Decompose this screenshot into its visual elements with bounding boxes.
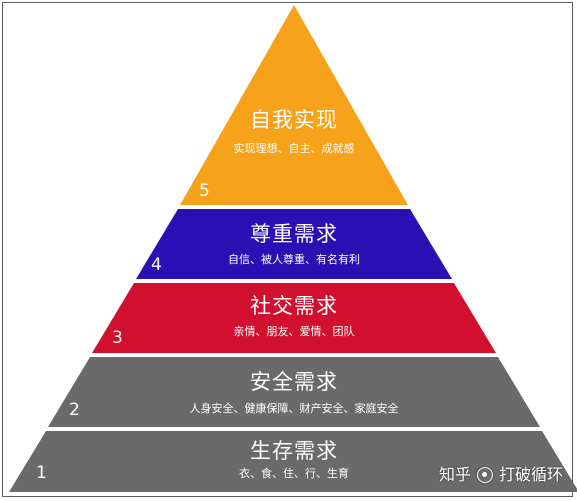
level-4-band — [136, 209, 452, 279]
level-1-title: 生存需求 — [250, 439, 338, 463]
level-5-number: 5 — [199, 181, 210, 201]
level-5-title: 自我实现 — [250, 108, 338, 132]
level-1-desc: 衣、食、住、行、生育 — [239, 467, 349, 480]
level-1-number: 1 — [36, 463, 47, 483]
level-1-band — [9, 431, 577, 492]
image-frame — [2, 2, 573, 497]
level-2-band — [48, 357, 540, 427]
watermark-prefix: 知乎 — [438, 465, 471, 484]
level-4-title: 尊重需求 — [250, 222, 338, 246]
circle-logo-icon — [476, 467, 493, 483]
level-5-band — [180, 5, 408, 205]
level-2-title: 安全需求 — [250, 370, 338, 394]
watermark: 知乎 打破循环 — [439, 467, 563, 483]
level-2-number: 2 — [69, 400, 80, 420]
level-3-desc: 亲情、朋友、爱情、团队 — [233, 325, 355, 338]
level-2-desc: 人身安全、健康保障、财产安全、家庭安全 — [189, 402, 399, 415]
level-3-title: 社交需求 — [250, 294, 338, 318]
level-5-desc: 实现理想、自主、成就感 — [233, 142, 355, 155]
level-4-number: 4 — [151, 255, 162, 275]
level-4-desc: 自信、被人尊重、有名有利 — [228, 253, 360, 266]
level-3-number: 3 — [112, 328, 123, 348]
watermark-name: 打破循环 — [498, 465, 563, 484]
level-3-band — [92, 283, 496, 353]
